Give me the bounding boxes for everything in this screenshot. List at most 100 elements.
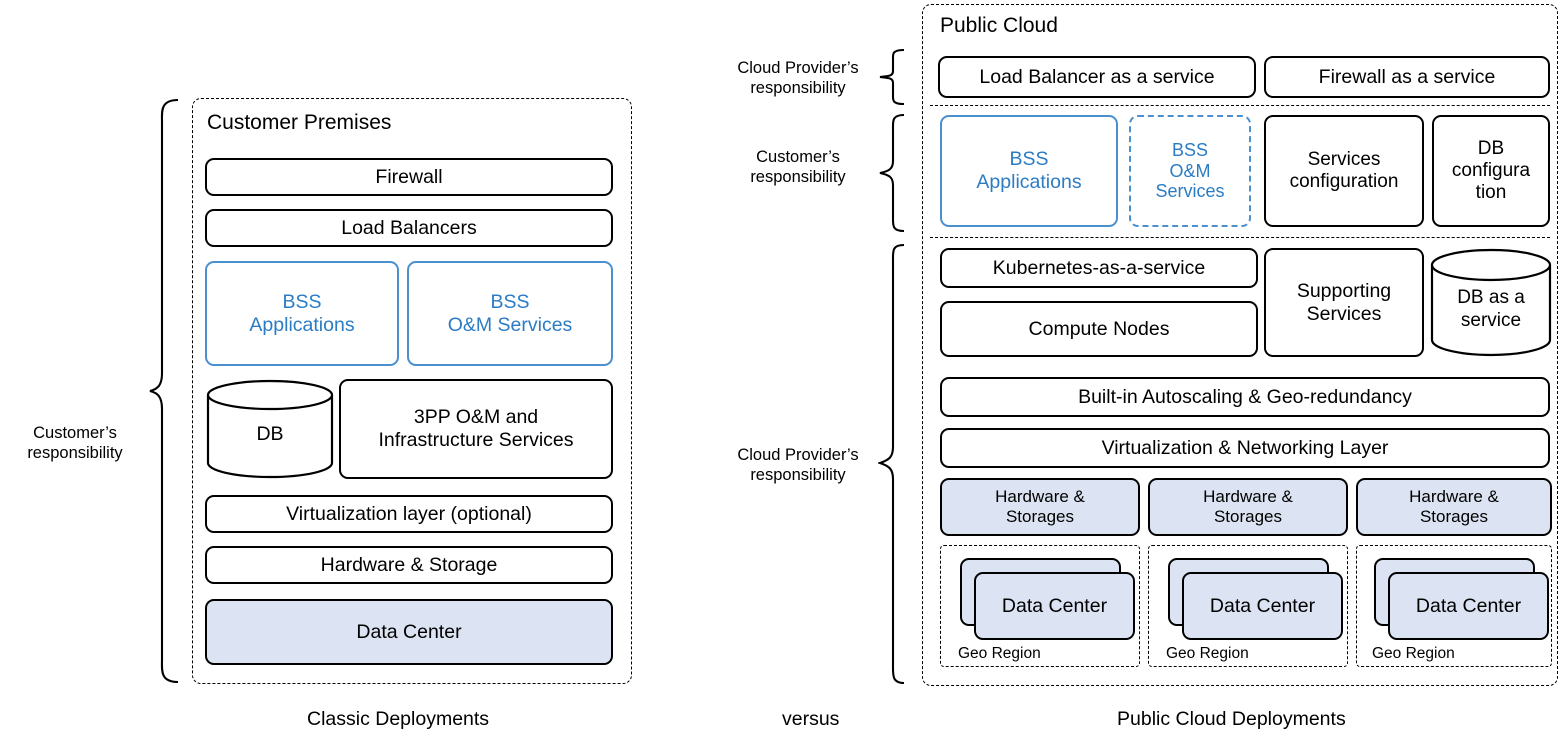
cloud-firewall-service-box[interactable]: Firewall as a service <box>1264 56 1550 98</box>
left-bss-applications-line2: Applications <box>249 313 355 336</box>
cloud-supporting-line1: Supporting <box>1296 279 1392 302</box>
cloud-load-balancer-service-box[interactable]: Load Balancer as a service <box>938 56 1256 98</box>
customer-premises-title: Customer Premises <box>207 111 392 134</box>
cloud-load-balancer-label: Load Balancer as a service <box>979 65 1215 88</box>
cloud-geo-region-1 <box>940 545 1140 667</box>
cloud-hardware-1-line2: Storages <box>1005 507 1075 526</box>
left-3pp-line1: 3PP O&M and <box>413 406 539 429</box>
cloud-autoscaling-label: Built-in Autoscaling & Geo-redundancy <box>1078 385 1412 408</box>
cloud-kubernetes-label: Kubernetes-as-a-service <box>992 256 1206 279</box>
cloud-geo-region-3 <box>1356 545 1552 667</box>
cloud-customer-label: Customer’s responsibility <box>722 147 874 187</box>
caption-public-cloud-deployments: Public Cloud Deployments <box>1117 708 1346 730</box>
left-bss-om-line2: O&M Services <box>447 313 573 336</box>
left-3pp-om-infrastructure-box[interactable]: 3PP O&M and Infrastructure Services <box>339 379 613 479</box>
cloud-hardware-2-line1: Hardware & <box>1203 487 1293 507</box>
cloud-data-center-front-3[interactable]: Data Center <box>1388 572 1549 640</box>
cloud-supporting-services-box[interactable]: Supporting Services <box>1264 248 1424 357</box>
cloud-compute-nodes-label: Compute Nodes <box>1028 317 1170 340</box>
cloud-virtualization-label: Virtualization & Networking Layer <box>1101 436 1389 459</box>
cloud-provider-top-bracket <box>878 48 906 106</box>
caption-versus: versus <box>782 708 840 730</box>
cloud-db-config-line2: configura <box>1451 159 1531 181</box>
left-data-center-label: Data Center <box>356 620 462 643</box>
public-cloud-container <box>922 4 1558 686</box>
cloud-data-center-label-3: Data Center <box>1415 594 1522 617</box>
cloud-geo-region-label-2: Geo Region <box>1166 645 1249 662</box>
cloud-customer-line1: Customer’s <box>756 148 840 166</box>
left-firewall-label: Firewall <box>375 165 443 188</box>
cloud-data-center-stack-2[interactable]: Data Center <box>1168 558 1343 640</box>
cloud-provider-top-label: Cloud Provider’s responsibility <box>722 58 874 98</box>
left-db-label: DB <box>256 422 284 445</box>
cloud-hardware-storages-box-3[interactable]: Hardware & Storages <box>1356 478 1552 536</box>
cloud-db-configuration-box[interactable]: DB configura tion <box>1432 115 1550 227</box>
cloud-supporting-line2: Services <box>1306 302 1382 325</box>
cloud-hardware-3-line2: Storages <box>1419 507 1489 526</box>
cloud-db-service-line2: service <box>1460 309 1522 331</box>
left-load-balancers-box[interactable]: Load Balancers <box>205 209 613 247</box>
left-virtualization-layer-box[interactable]: Virtualization layer (optional) <box>205 495 613 533</box>
cloud-data-center-front-1[interactable]: Data Center <box>974 572 1135 640</box>
cloud-bss-om-services-box[interactable]: BSS O&M Services <box>1129 115 1251 227</box>
left-customer-responsibility-bracket <box>148 98 180 684</box>
cloud-virtualization-networking-box[interactable]: Virtualization & Networking Layer <box>940 428 1550 468</box>
cloud-provider-top-line2: responsibility <box>750 79 846 98</box>
cloud-db-config-line1: DB <box>1477 137 1505 159</box>
customer-premises-container <box>192 98 632 684</box>
cloud-services-configuration-box[interactable]: Services configuration <box>1264 115 1424 227</box>
cloud-db-as-a-service-cylinder[interactable]: DB as a service <box>1430 248 1552 357</box>
left-db-cylinder[interactable]: DB <box>206 379 334 479</box>
left-firewall-box[interactable]: Firewall <box>205 158 613 196</box>
cloud-geo-region-label-3: Geo Region <box>1372 645 1455 662</box>
left-hardware-storage-label: Hardware & Storage <box>320 553 498 576</box>
left-customer-responsibility-label: Customer’s responsibility <box>8 423 142 463</box>
cloud-bss-om-line2: O&M <box>1169 160 1211 181</box>
cloud-provider-bottom-label: Cloud Provider’s responsibility <box>722 445 874 485</box>
cloud-autoscaling-box[interactable]: Built-in Autoscaling & Geo-redundancy <box>940 377 1550 417</box>
cloud-customer-line2: responsibility <box>750 168 846 187</box>
cloud-hardware-storages-box-2[interactable]: Hardware & Storages <box>1148 478 1348 536</box>
cloud-services-config-line1: Services <box>1307 148 1381 170</box>
cloud-bss-om-line1: BSS <box>1171 139 1209 160</box>
left-3pp-line2: Infrastructure Services <box>378 429 574 451</box>
cloud-data-center-label-1: Data Center <box>1001 594 1108 617</box>
cloud-hardware-1-line1: Hardware & <box>995 487 1085 507</box>
cloud-data-center-stack-3[interactable]: Data Center <box>1374 558 1549 640</box>
left-data-center-box[interactable]: Data Center <box>205 599 613 665</box>
cloud-provider-bottom-line2: responsibility <box>750 466 846 485</box>
cloud-compute-nodes-box[interactable]: Compute Nodes <box>940 301 1258 357</box>
caption-classic-deployments: Classic Deployments <box>307 708 490 730</box>
cloud-provider-top-line1: Cloud Provider’s <box>737 59 859 77</box>
cloud-kubernetes-service-box[interactable]: Kubernetes-as-a-service <box>940 248 1258 288</box>
cloud-provider-bottom-line1: Cloud Provider’s <box>737 446 859 464</box>
cloud-services-config-line2: configuration <box>1289 171 1399 192</box>
left-load-balancers-label: Load Balancers <box>341 216 477 239</box>
cloud-bss-applications-line1: BSS <box>1009 148 1049 171</box>
left-bss-om-line1: BSS <box>490 290 530 313</box>
left-bss-applications-box[interactable]: BSS Applications <box>205 261 399 366</box>
cloud-firewall-label: Firewall as a service <box>1318 65 1496 88</box>
left-bss-applications-line1: BSS <box>282 290 322 313</box>
left-hardware-storage-box[interactable]: Hardware & Storage <box>205 546 613 584</box>
left-bss-om-services-box[interactable]: BSS O&M Services <box>407 261 613 366</box>
cloud-data-center-label-2: Data Center <box>1209 594 1316 617</box>
cloud-provider-bottom-bracket <box>878 243 906 685</box>
left-virtualization-label: Virtualization layer (optional) <box>286 502 532 525</box>
cloud-db-config-line3: tion <box>1475 182 1507 204</box>
public-cloud-title: Public Cloud <box>940 14 1058 37</box>
cloud-separator-customer-provider <box>930 237 1550 238</box>
cloud-hardware-storages-box-1[interactable]: Hardware & Storages <box>940 478 1140 536</box>
cloud-bss-om-line3: Services <box>1155 181 1225 202</box>
cloud-hardware-2-line2: Storages <box>1213 507 1283 526</box>
cloud-data-center-stack-1[interactable]: Data Center <box>960 558 1135 640</box>
cloud-geo-region-2 <box>1148 545 1348 667</box>
cloud-hardware-3-line1: Hardware & <box>1409 487 1499 507</box>
left-resp-line1: Customer’s <box>33 424 117 442</box>
cloud-geo-region-label-1: Geo Region <box>958 645 1041 662</box>
cloud-bss-applications-line2: Applications <box>976 171 1082 193</box>
left-resp-line2: responsibility <box>27 444 123 463</box>
cloud-customer-bracket <box>878 113 906 233</box>
cloud-data-center-front-2[interactable]: Data Center <box>1182 572 1343 640</box>
cloud-bss-applications-box[interactable]: BSS Applications <box>940 115 1118 227</box>
